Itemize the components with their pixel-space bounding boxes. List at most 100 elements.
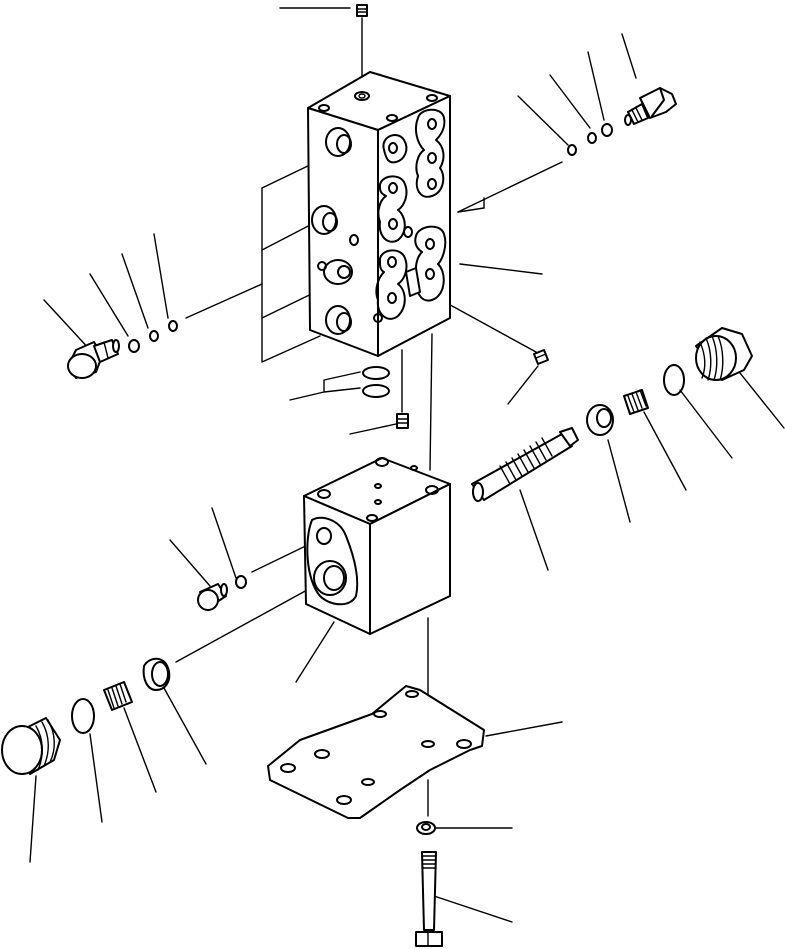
leader-line-right-oring-big xyxy=(679,389,733,459)
top-face-hole-center xyxy=(354,91,370,101)
bottom-spring-coil-2 xyxy=(111,687,119,707)
bolt-head xyxy=(415,931,443,947)
washer[interactable] xyxy=(416,821,436,835)
leader-line-left-plug xyxy=(43,299,93,353)
lower-top-hole-2 xyxy=(317,489,331,499)
right-spring-coil-3 xyxy=(635,391,643,409)
left-upper-oring-1-shape xyxy=(128,339,140,353)
gallery-1-hole xyxy=(388,142,398,154)
lower-valve-block[interactable] xyxy=(303,457,451,635)
bracket-left-ports xyxy=(261,151,338,363)
right-upper-plug-thread-2 xyxy=(635,107,643,121)
bracket-left-ports-mid-1 xyxy=(261,221,317,251)
right-seat-inner xyxy=(596,408,612,428)
oring-pair-upper xyxy=(362,366,390,380)
lower-setscrew-body xyxy=(396,413,409,429)
plate-hole-6 xyxy=(280,763,296,773)
bracket-oring-pair xyxy=(289,371,361,401)
leader-line-left-oring-2 xyxy=(121,253,149,329)
left-port-4-inner xyxy=(336,312,352,332)
leader-line-right-seat xyxy=(607,439,631,523)
axis-line-left-plug xyxy=(185,283,263,319)
leader-line-left-oring-3 xyxy=(153,233,169,319)
top-face-hole-front xyxy=(386,114,398,122)
bottom-spring-coil-4 xyxy=(119,683,127,703)
lower-top-hole-small-3 xyxy=(410,465,418,471)
leader-line-lower-block xyxy=(295,621,335,683)
right-upper-oring-2[interactable] xyxy=(587,132,597,144)
leader-line-bolt xyxy=(433,895,513,923)
plate-hole-2 xyxy=(373,710,387,718)
right-big-plug[interactable] xyxy=(695,327,753,381)
gasket-plate[interactable] xyxy=(267,685,485,819)
left-upper-oring-3-shape xyxy=(168,320,178,332)
left-upper-oring-1[interactable] xyxy=(128,339,140,353)
left-upper-oring-2[interactable] xyxy=(149,330,159,342)
left-upper-oring-3[interactable] xyxy=(168,320,178,332)
leader-line-valve-body xyxy=(459,263,543,275)
gallery-5-hole-1 xyxy=(387,256,397,268)
lower-left-plug[interactable] xyxy=(197,583,228,611)
left-port-3-inner xyxy=(337,265,351,279)
leader-line-bottom-seat xyxy=(163,687,207,765)
bottom-big-plug-face xyxy=(1,725,43,775)
gallery-4-hole-1 xyxy=(425,238,435,250)
bottom-spring[interactable] xyxy=(103,681,133,711)
right-spring-coil-1 xyxy=(627,395,635,413)
spool-end-left xyxy=(472,482,484,502)
right-big-plug-thread-4 xyxy=(717,335,724,381)
right-face-tiny-hole xyxy=(373,313,383,323)
axis-line-center xyxy=(429,333,433,471)
oring-pair-lower xyxy=(362,384,390,398)
right-upper-oring-3[interactable] xyxy=(567,144,577,156)
oring-pair[interactable] xyxy=(362,366,390,398)
spool-end-right xyxy=(559,427,579,447)
right-upper-oring-3-shape xyxy=(567,144,577,156)
right-spring-coil-4 xyxy=(639,389,647,407)
gallery-3-hole-1 xyxy=(388,182,398,194)
washer-inner xyxy=(421,823,431,831)
lower-block-right-face xyxy=(369,483,451,635)
gallery-3-hole-2 xyxy=(388,218,398,230)
lower-side-port-small xyxy=(316,527,332,545)
spool-land-4 xyxy=(517,453,529,473)
leader-line-right-oring-2 xyxy=(549,74,591,129)
bottom-seat[interactable] xyxy=(142,657,171,691)
gallery-1 xyxy=(382,134,408,164)
lower-side-port-big-inner xyxy=(323,565,345,591)
right-face-small-hole xyxy=(403,226,413,238)
bottom-oring-shape xyxy=(71,698,95,734)
axis-line-right-plug xyxy=(457,161,563,213)
left-upper-plug[interactable] xyxy=(67,339,120,379)
spool-body xyxy=(471,433,573,501)
right-big-oring[interactable] xyxy=(663,364,685,396)
upper-valve-body[interactable] xyxy=(307,71,451,357)
plate-hole-8 xyxy=(336,795,352,805)
right-big-plug-thread-3 xyxy=(711,335,718,381)
spool[interactable] xyxy=(471,427,579,502)
bottom-oring[interactable] xyxy=(71,698,95,734)
small-screw[interactable] xyxy=(533,349,549,365)
right-seat[interactable] xyxy=(586,404,614,436)
bolt[interactable] xyxy=(415,851,443,947)
top-setscrew[interactable] xyxy=(356,4,368,17)
plate-hole-7 xyxy=(361,778,375,786)
right-upper-plug-thread-1 xyxy=(631,109,639,123)
gallery-2 xyxy=(415,108,446,198)
tick-right-group-2 xyxy=(457,207,485,213)
right-big-plug-thread-1 xyxy=(699,341,706,379)
bottom-big-plug[interactable] xyxy=(1,717,61,775)
spool-land-5 xyxy=(523,449,535,469)
right-upper-oring-1[interactable] xyxy=(601,123,613,137)
left-port-2-inner xyxy=(322,212,338,232)
gallery-2-hole-1 xyxy=(427,118,437,130)
leader-line-bottom-big-plug xyxy=(29,775,37,863)
leader-line-lower-screw xyxy=(349,423,397,435)
right-spring-coil-2 xyxy=(631,393,639,411)
right-spring[interactable] xyxy=(623,389,649,415)
right-upper-plug[interactable] xyxy=(624,87,677,126)
lower-setscrew[interactable] xyxy=(396,413,409,429)
lower-left-oring[interactable] xyxy=(235,575,247,589)
